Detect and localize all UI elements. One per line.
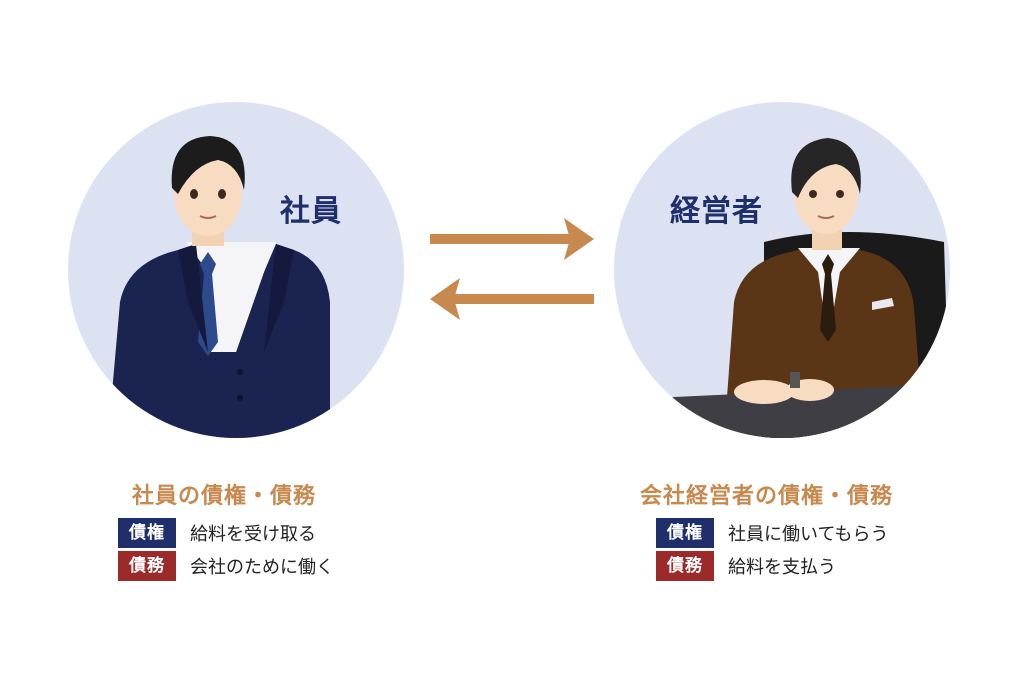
credit-badge: 債権 [656, 518, 714, 548]
arrow-left-icon [430, 278, 594, 320]
debt-badge: 債務 [656, 551, 714, 581]
employee-debt-text: 会社のために働く [190, 557, 334, 578]
exchange-arrows [430, 218, 594, 320]
executive-debt-row: 債務 給料を支払う [656, 551, 836, 581]
executive-credit-row: 債権 社員に働いてもらう [656, 518, 889, 548]
debt-badge: 債務 [118, 551, 176, 581]
executive-debt-text: 給料を支払う [728, 557, 836, 578]
employee-rights-obligations-title: 社員の債権・債務 [132, 484, 317, 509]
executive-credit-text: 社員に働いてもらう [728, 524, 889, 545]
executive-rights-obligations-title: 会社経営者の債権・債務 [640, 484, 894, 509]
executive-circle [614, 102, 950, 438]
executive-role-label: 経営者 [670, 194, 763, 229]
credit-badge: 債権 [118, 518, 176, 548]
executive-figure-icon [654, 138, 950, 438]
arrow-right-icon [430, 218, 594, 260]
employee-role-label: 社員 [280, 194, 342, 229]
employee-circle [68, 102, 404, 438]
employee-credit-text: 給料を受け取る [190, 524, 316, 545]
employee-credit-row: 債権 給料を受け取る [118, 518, 316, 548]
employee-debt-row: 債務 会社のために働く [118, 551, 334, 581]
employee-figure-icon [108, 136, 330, 438]
